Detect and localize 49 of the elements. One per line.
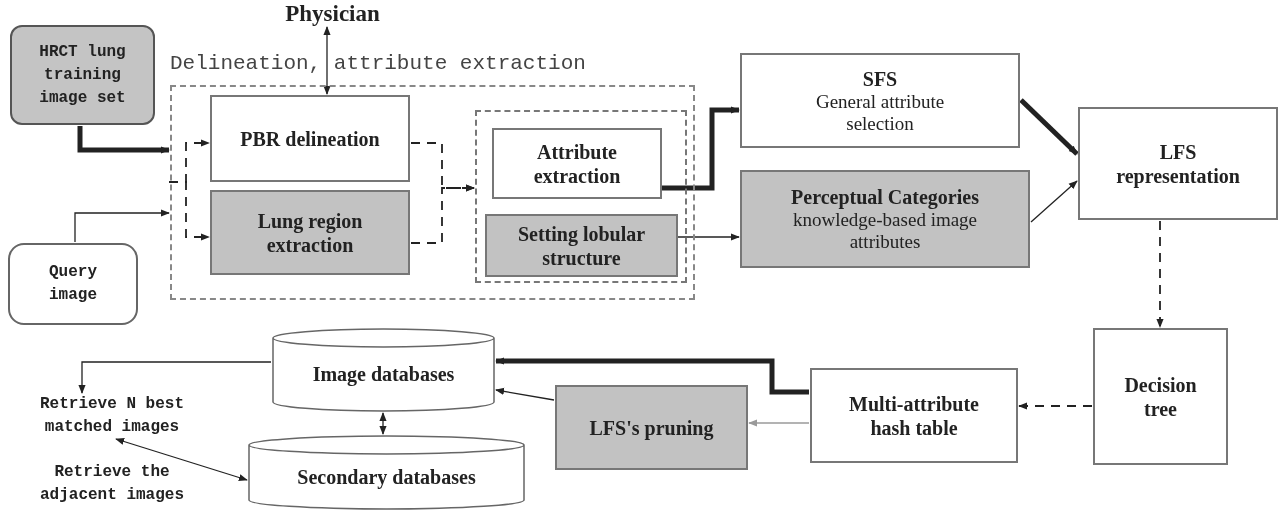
node-title: Decision tree bbox=[1123, 372, 1198, 421]
process-box bbox=[740, 53, 1020, 148]
node-label: HRCT lung training image set bbox=[38, 41, 127, 109]
arrow bbox=[1030, 180, 1078, 223]
arrow bbox=[115, 438, 248, 481]
node-label: Retrieve the adjacent images bbox=[39, 462, 185, 506]
process-box bbox=[210, 95, 410, 182]
arrow bbox=[495, 387, 555, 401]
process-box bbox=[1078, 107, 1278, 220]
group-heading: Delineation, attribute extraction bbox=[170, 52, 586, 76]
arrow bbox=[1018, 402, 1093, 410]
input-box bbox=[8, 243, 138, 325]
arrow bbox=[323, 26, 331, 95]
node-title: PBR delineation bbox=[240, 126, 380, 151]
arrow bbox=[1019, 98, 1079, 156]
arrow bbox=[379, 412, 387, 435]
node-title: LFS's pruning bbox=[589, 415, 714, 440]
node-description: General attribute selection bbox=[814, 90, 946, 135]
node-description: knowledge-based image attributes bbox=[791, 209, 979, 253]
node-title: Lung region extraction bbox=[256, 208, 364, 257]
process-box bbox=[1093, 328, 1228, 465]
process-box bbox=[492, 128, 662, 199]
arrow bbox=[410, 184, 475, 244]
arrow bbox=[74, 209, 170, 243]
dashed-group-frame bbox=[475, 110, 687, 283]
arrow bbox=[78, 361, 272, 394]
node-title: Secondary databases bbox=[297, 464, 476, 489]
arrow bbox=[748, 419, 810, 427]
node-title: Multi-attribute hash table bbox=[848, 391, 980, 440]
node-title: Attribute extraction bbox=[532, 139, 622, 188]
process-box bbox=[210, 190, 410, 275]
node-label: Query image bbox=[48, 262, 98, 306]
arrow bbox=[495, 357, 809, 395]
input-box bbox=[10, 25, 155, 125]
node-title: Perceptual Categories bbox=[791, 185, 979, 209]
process-box bbox=[740, 170, 1030, 268]
arrow bbox=[661, 106, 740, 191]
node-title: Image databases bbox=[312, 362, 455, 386]
node-title: SFS bbox=[862, 66, 898, 91]
node-title: Setting lobular structure bbox=[516, 221, 647, 270]
process-box bbox=[810, 368, 1018, 463]
actor-label: Physician bbox=[285, 1, 380, 27]
process-box bbox=[485, 214, 678, 277]
arrow bbox=[168, 181, 210, 241]
node-title: LFS representation bbox=[1115, 139, 1241, 188]
node-label: Retrieve N best matched images bbox=[39, 394, 185, 438]
arrow bbox=[1156, 220, 1164, 328]
arrow bbox=[77, 126, 170, 154]
process-box bbox=[555, 385, 748, 470]
